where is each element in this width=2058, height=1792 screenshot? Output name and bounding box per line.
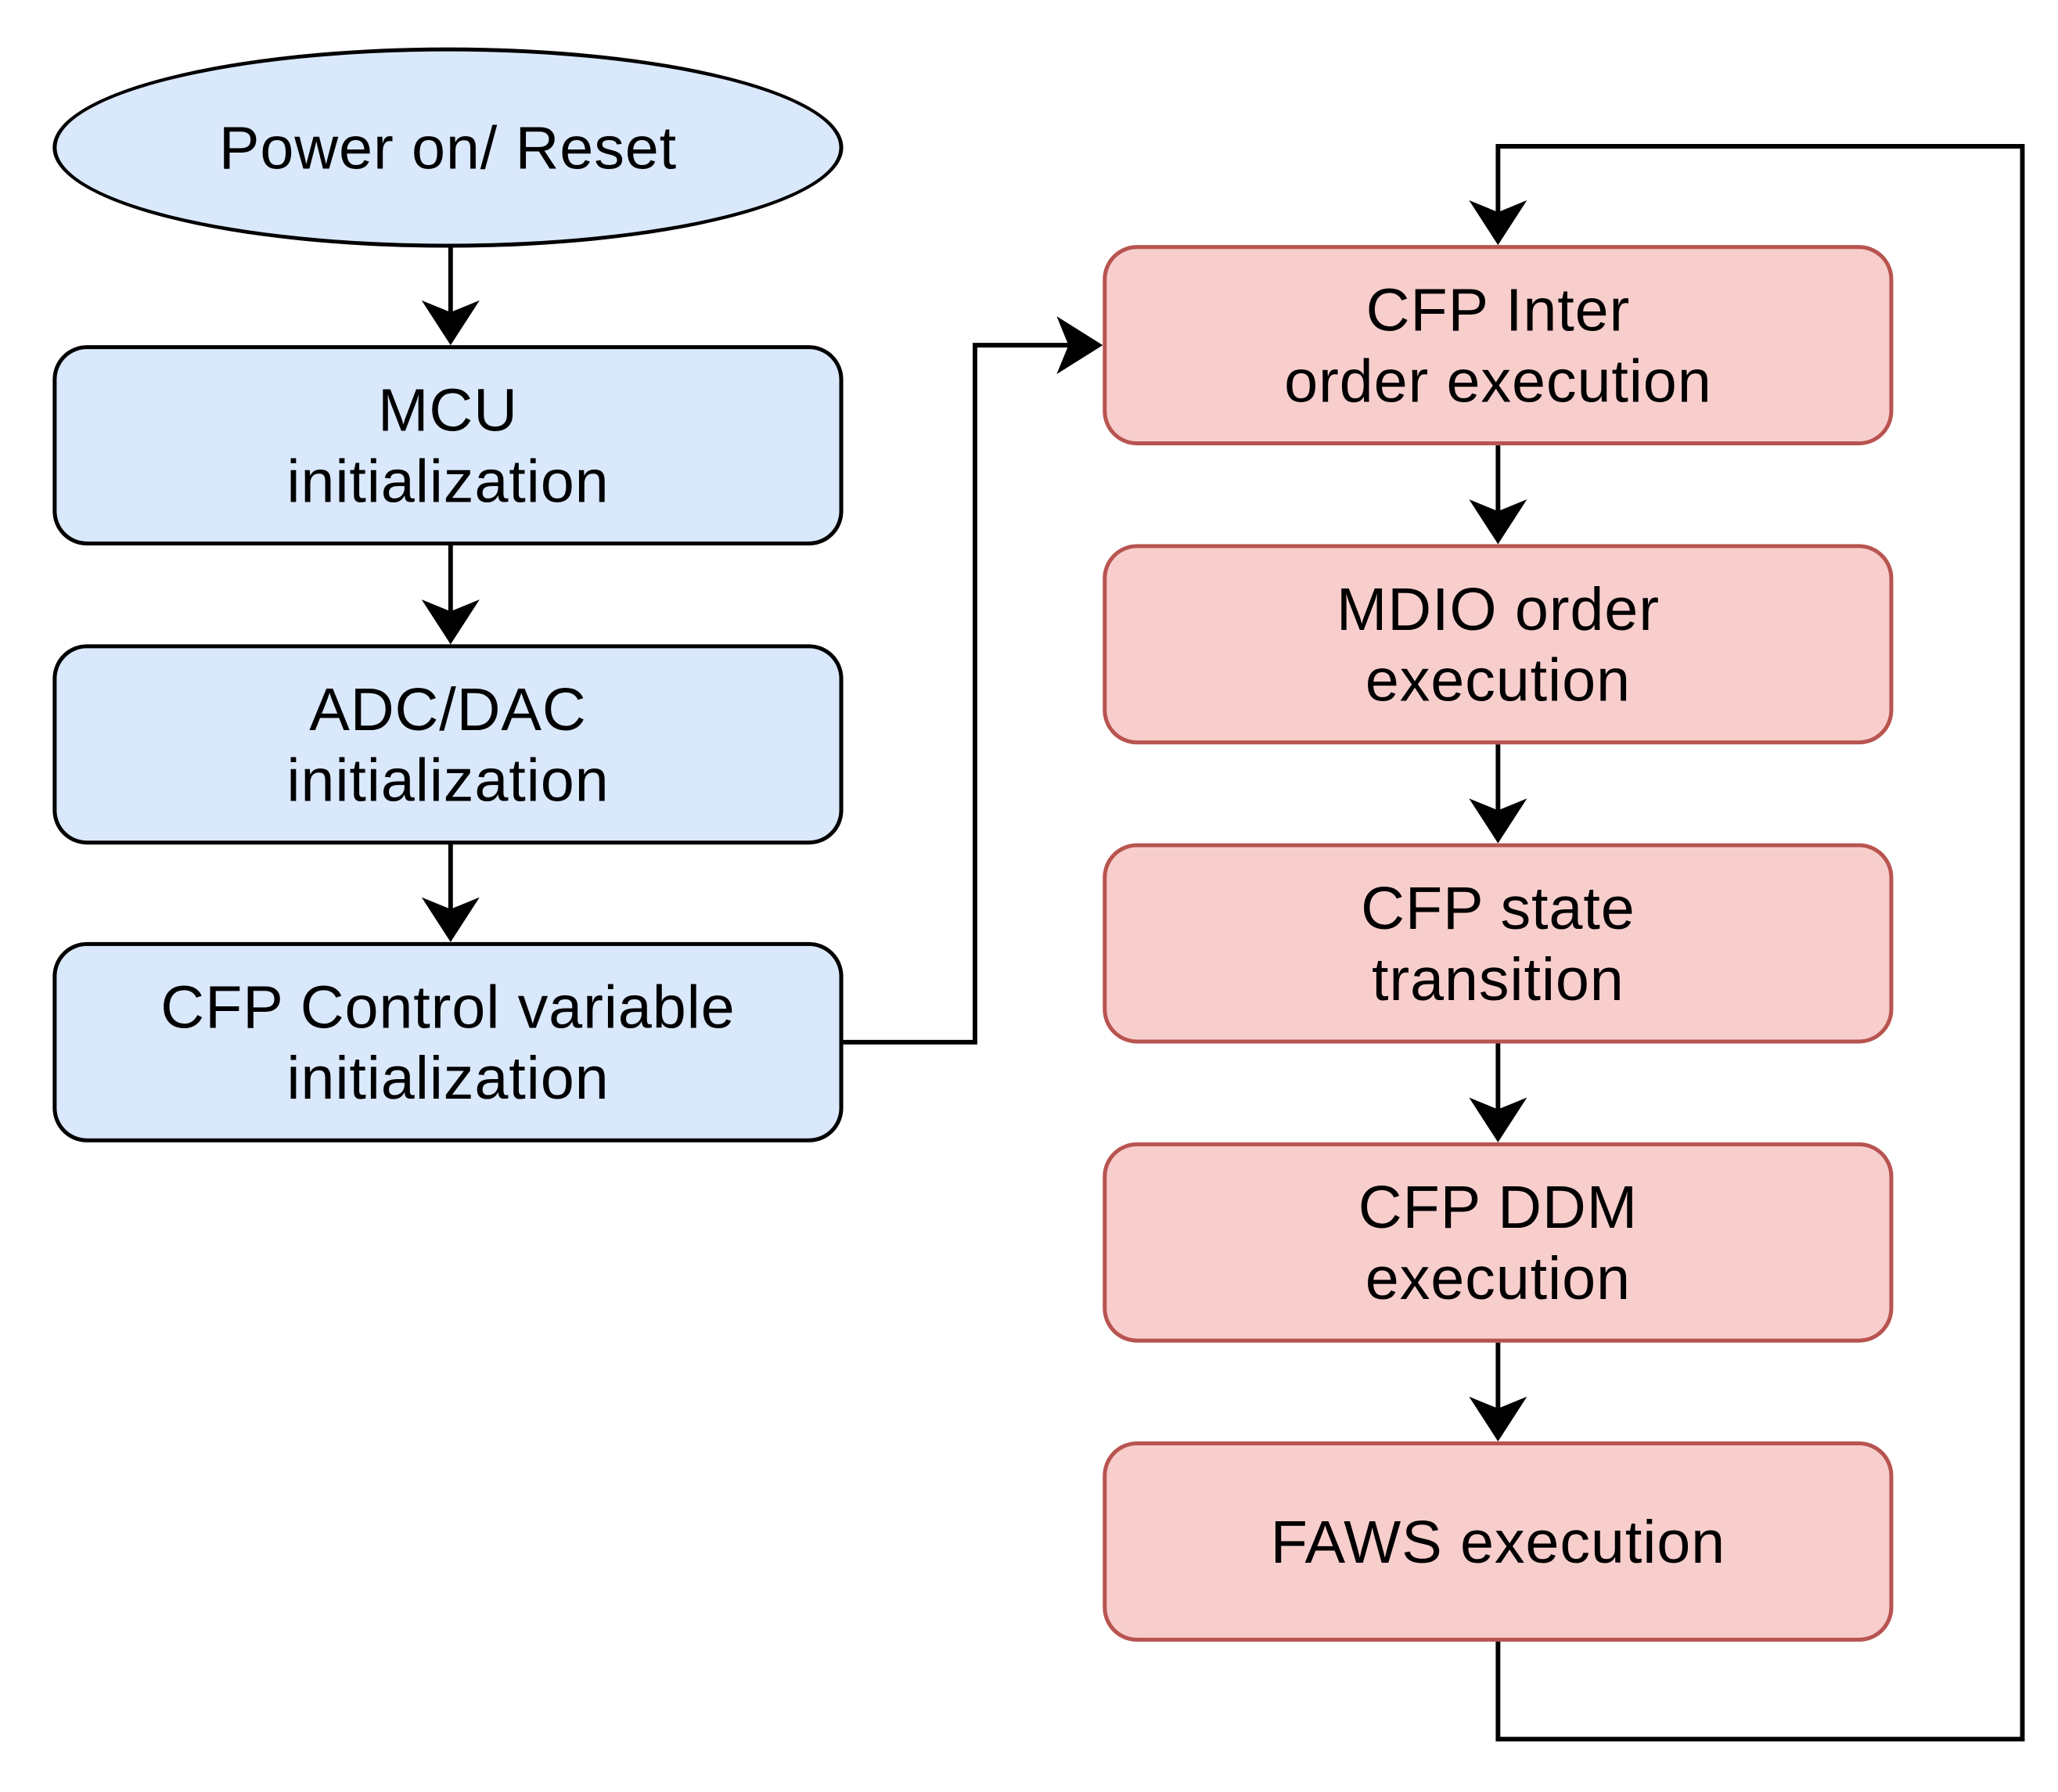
arrowhead-inter-top <box>1469 200 1527 246</box>
arrowhead-inter-left <box>1056 316 1103 375</box>
power-on-reset-node: Power on/ Reset <box>52 47 844 248</box>
arrow-cfp-control-to-inter <box>843 343 1084 1045</box>
arrowhead-faws <box>1469 1396 1527 1441</box>
arrowhead-cfp-control <box>421 897 480 942</box>
faws-execution-node: FAWS execution <box>1103 1441 1894 1642</box>
arrowhead-state <box>1469 798 1527 844</box>
cfp-state-transition-node: CFP state transition <box>1103 843 1894 1044</box>
adc-dac-initialization-node: ADC/DAC initialization <box>52 644 844 845</box>
cfp-control-variable-initialization-node: CFP Control variable initialization <box>52 941 844 1142</box>
arrowhead-adc <box>421 599 480 645</box>
arrowhead-mdio <box>1469 499 1527 545</box>
mdio-order-execution-node: MDIO order execution <box>1103 544 1894 745</box>
cfp-inter-order-execution-node: CFP Inter order execution <box>1103 245 1894 446</box>
arrowhead-ddm <box>1469 1097 1527 1142</box>
cfp-ddm-execution-node: CFP DDM execution <box>1103 1142 1894 1343</box>
arrow-faws-loop-back <box>1495 143 2025 1742</box>
arrowhead-mcu <box>421 300 480 346</box>
mcu-initialization-node: MCU initialization <box>52 345 844 546</box>
